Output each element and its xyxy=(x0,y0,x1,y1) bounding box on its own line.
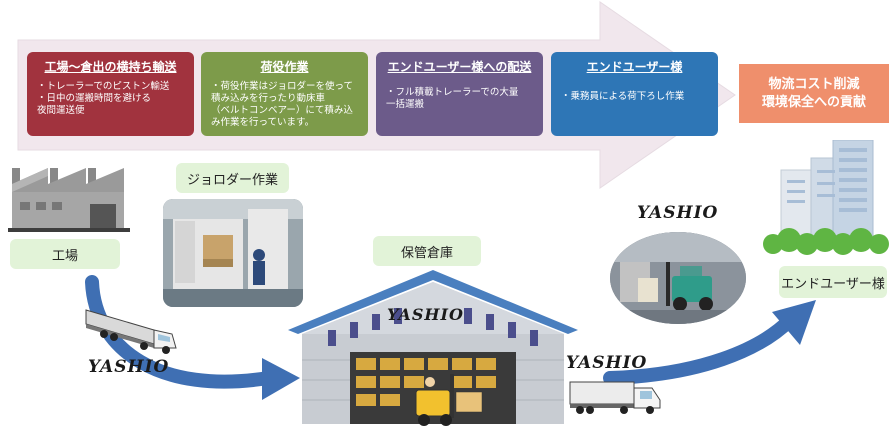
factory-label: 工場 xyxy=(10,239,120,269)
stage-delivery-text: ・フル積載トレーラーでの大量 一括運搬 xyxy=(386,87,519,110)
stage-handling-text: ・荷役作業はジョロダーを使って 積み込みを行ったり動床車 （ベルトコンベアー）に… xyxy=(211,81,354,128)
jorodar-photo xyxy=(163,199,303,307)
delivery-trailer-icon xyxy=(569,381,661,414)
yashio-logo-warehouse: YASHIO xyxy=(387,305,464,324)
stage-transport-text: ・トレーラーでのピストン輸送 ・日中の運搬時間を避ける 夜間運送便 xyxy=(37,81,170,116)
office-buildings-icon xyxy=(763,140,889,255)
warehouse-icon xyxy=(288,270,578,426)
stage-handling-title: 荷役作業 xyxy=(260,60,309,74)
end-user-label: エンドユーザー様 xyxy=(779,266,887,298)
stage-end-user: エンドユーザー様 ・乗務員による荷下ろし作業 xyxy=(551,52,718,136)
stage-delivery: エンドユーザー様への配送 ・フル積載トレーラーでの大量 一括運搬 xyxy=(376,52,543,136)
yashio-logo-upper-right: YASHIO xyxy=(637,203,719,223)
stage-transport-title: 工場～倉出の横持ち輸送 xyxy=(44,60,177,74)
forklift-photo xyxy=(610,232,746,324)
jorodar-label: ジョロダー作業 xyxy=(176,163,289,193)
factory-icon xyxy=(8,168,130,232)
flow-arrowhead-warehouse xyxy=(262,358,300,400)
warehouse-label: 保管倉庫 xyxy=(373,236,481,266)
stage-end-user-title: エンドユーザー様 xyxy=(586,60,683,74)
yashio-logo-lower-left: YASHIO xyxy=(88,357,170,377)
flow-arrow-to-end-user xyxy=(603,313,797,385)
stage-handling: 荷役作業 ・荷役作業はジョロダーを使って 積み込みを行ったり動床車 （ベルトコン… xyxy=(201,52,368,136)
yashio-logo-lower-right: YASHIO xyxy=(566,353,648,373)
stage-delivery-title: エンドユーザー様への配送 xyxy=(387,60,532,74)
goal-box: 物流コスト削減 環境保全への貢献 xyxy=(739,64,889,123)
goal-text: 物流コスト削減 環境保全への貢献 xyxy=(761,76,866,110)
flow-arrow-to-warehouse xyxy=(85,275,275,389)
trailer-truck-icon xyxy=(85,309,177,354)
stage-end-user-text: ・乗務員による荷下ろし作業 xyxy=(561,91,685,102)
stage-transport: 工場～倉出の横持ち輸送 ・トレーラーでのピストン輸送 ・日中の運搬時間を避ける … xyxy=(27,52,194,136)
flow-arrowhead-end-user xyxy=(772,300,816,345)
